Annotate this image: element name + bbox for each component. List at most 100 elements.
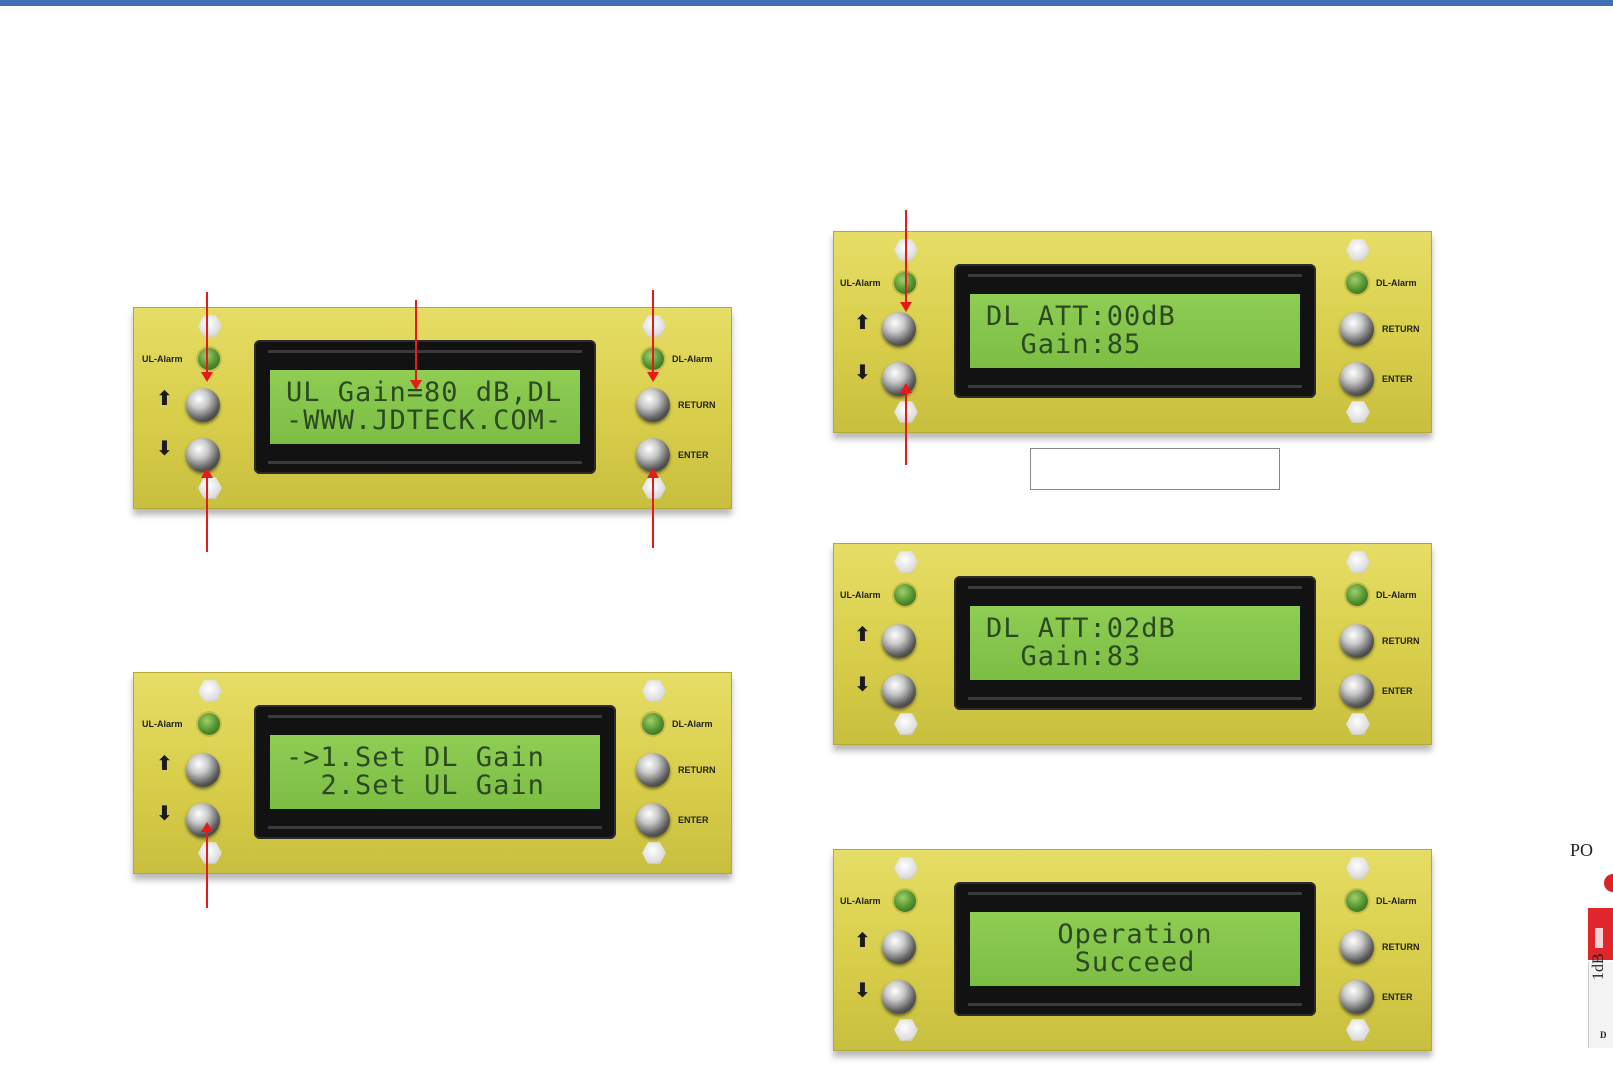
- dl-alarm-label: DL-Alarm: [1376, 590, 1417, 600]
- dl-alarm-led: [1346, 272, 1368, 294]
- return-label: RETURN: [1382, 636, 1420, 646]
- hex-lamp-bottom-right: [1346, 401, 1370, 423]
- lcd-line-2: Gain:83: [986, 641, 1142, 672]
- annotation-arrow-return-button: [647, 290, 659, 382]
- repeater-panel-menu: UL-Alarm DL-Alarm ⬆ ⬇ RETURN ENTER ->1.S…: [133, 672, 732, 874]
- annotation-arrow-dl-down-button: [900, 383, 912, 465]
- return-label: RETURN: [1382, 324, 1420, 334]
- hex-lamp-bottom-left: [198, 477, 222, 499]
- lcd-line-2: Gain:85: [986, 329, 1142, 360]
- hex-lamp-bottom-right: [642, 842, 666, 864]
- switch-label-bottom: D: [1600, 1030, 1607, 1040]
- enter-button[interactable]: [636, 438, 670, 472]
- lcd-line-2: -WWW.JDTECK.COM-: [286, 405, 563, 436]
- up-arrow-icon: ⬆: [156, 751, 173, 775]
- lcd-bezel: DL ATT:02dB Gain:83: [954, 576, 1316, 710]
- return-label: RETURN: [1382, 942, 1420, 952]
- ul-alarm-led: [198, 348, 220, 370]
- lcd-line-1: Operation: [1057, 919, 1213, 950]
- enter-label: ENTER: [1382, 374, 1413, 384]
- cropped-side-figure: PO 1dB D: [1560, 840, 1613, 1065]
- repeater-panel-success: UL-Alarm DL-Alarm ⬆ ⬇ RETURN ENTER Opera…: [833, 849, 1432, 1051]
- up-button[interactable]: [186, 753, 220, 787]
- enter-label: ENTER: [1382, 992, 1413, 1002]
- annotation-arrow-down-button: [201, 468, 213, 552]
- lcd-line-1: DL ATT:00dB: [986, 301, 1176, 332]
- top-rule: [0, 0, 1613, 6]
- return-label: RETURN: [678, 765, 716, 775]
- up-arrow-icon: ⬆: [854, 622, 871, 646]
- enter-button[interactable]: [1340, 674, 1374, 708]
- up-arrow-icon: ⬆: [156, 386, 173, 410]
- repeater-panel-dl-att-02: UL-Alarm DL-Alarm ⬆ ⬇ RETURN ENTER DL AT…: [833, 543, 1432, 745]
- lcd-screen: UL Gain=80 dB,DL -WWW.JDTECK.COM-: [270, 370, 580, 444]
- down-button[interactable]: [882, 980, 916, 1014]
- dl-alarm-label: DL-Alarm: [1376, 896, 1417, 906]
- hex-lamp-bottom-right: [1346, 1019, 1370, 1041]
- lcd-line-2: Succeed: [1074, 947, 1196, 978]
- lcd-line-1: DL ATT:02dB: [986, 613, 1176, 644]
- return-button[interactable]: [636, 388, 670, 422]
- down-arrow-icon: ⬇: [854, 360, 871, 384]
- dl-alarm-label: DL-Alarm: [672, 354, 713, 364]
- hex-lamp-top-right: [1346, 857, 1370, 879]
- lcd-bezel: Operation Succeed: [954, 882, 1316, 1016]
- enter-button[interactable]: [1340, 980, 1374, 1014]
- down-arrow-icon: ⬇: [156, 801, 173, 825]
- return-button[interactable]: [1340, 624, 1374, 658]
- down-arrow-icon: ⬇: [156, 436, 173, 460]
- annotation-arrow-menu-down-button: [201, 822, 213, 908]
- enter-button[interactable]: [636, 803, 670, 837]
- enter-label: ENTER: [678, 815, 709, 825]
- ul-alarm-led: [198, 713, 220, 735]
- up-arrow-icon: ⬆: [854, 310, 871, 334]
- annotation-arrow-enter-button: [647, 468, 659, 548]
- up-button[interactable]: [882, 930, 916, 964]
- annotation-arrow-lcd-value: [410, 300, 422, 390]
- switch-label-1db: 1dB: [1590, 953, 1607, 980]
- hex-lamp-top-right: [642, 315, 666, 337]
- hex-lamp-top-right: [642, 680, 666, 702]
- down-button[interactable]: [882, 674, 916, 708]
- return-button[interactable]: [1340, 930, 1374, 964]
- hex-lamp-bottom-right: [642, 477, 666, 499]
- hex-lamp-bottom-left: [894, 713, 918, 735]
- up-button[interactable]: [882, 624, 916, 658]
- lcd-line-1: ->1.Set DL Gain: [286, 742, 545, 773]
- return-label: RETURN: [678, 400, 716, 410]
- hex-lamp-top-left: [198, 680, 222, 702]
- red-indicator-dot: [1604, 874, 1613, 892]
- lcd-bezel: UL Gain=80 dB,DL -WWW.JDTECK.COM-: [254, 340, 596, 474]
- dl-alarm-led: [1346, 890, 1368, 912]
- return-button[interactable]: [636, 753, 670, 787]
- hex-lamp-top-right: [1346, 551, 1370, 573]
- hex-lamp-top-left: [894, 551, 918, 573]
- hex-lamp-bottom-left: [198, 842, 222, 864]
- ul-alarm-label: UL-Alarm: [142, 354, 183, 364]
- dl-alarm-led: [642, 713, 664, 735]
- ul-alarm-led: [894, 584, 916, 606]
- up-button[interactable]: [882, 312, 916, 346]
- enter-label: ENTER: [1382, 686, 1413, 696]
- dl-alarm-led: [1346, 584, 1368, 606]
- down-button[interactable]: [186, 438, 220, 472]
- lcd-line-2: 2.Set UL Gain: [286, 770, 545, 801]
- lcd-screen: DL ATT:02dB Gain:83: [970, 606, 1300, 680]
- hex-lamp-bottom-right: [1346, 713, 1370, 735]
- down-arrow-icon: ⬇: [854, 978, 871, 1002]
- lcd-screen: ->1.Set DL Gain 2.Set UL Gain: [270, 735, 600, 809]
- return-button[interactable]: [1340, 312, 1374, 346]
- repeater-panel-dl-att-00: UL-Alarm DL-Alarm ⬆ ⬇ RETURN ENTER DL AT…: [833, 231, 1432, 433]
- hex-lamp-top-left: [198, 315, 222, 337]
- dip-switch-icon: [1588, 908, 1613, 960]
- up-arrow-icon: ⬆: [854, 928, 871, 952]
- enter-button[interactable]: [1340, 362, 1374, 396]
- hex-lamp-bottom-left: [894, 1019, 918, 1041]
- hex-lamp-top-right: [1346, 239, 1370, 261]
- lcd-line-1: UL Gain=80 dB,DL: [286, 377, 563, 408]
- up-button[interactable]: [186, 388, 220, 422]
- annotation-arrow-dl-up-button: [900, 210, 912, 312]
- caption-box: [1030, 448, 1280, 490]
- lcd-screen: Operation Succeed: [970, 912, 1300, 986]
- annotation-arrow-up-button: [201, 292, 213, 382]
